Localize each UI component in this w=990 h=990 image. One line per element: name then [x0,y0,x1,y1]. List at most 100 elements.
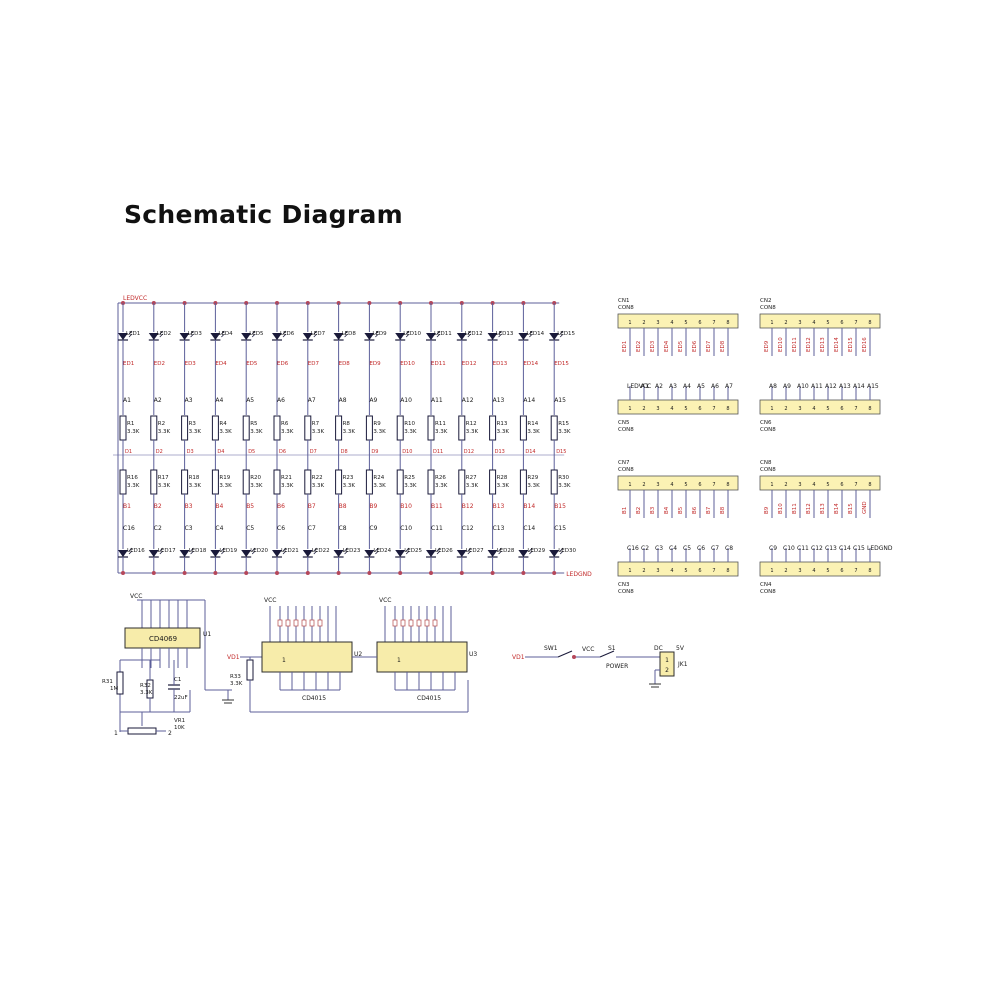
u3-pin-marker [392,619,398,627]
mid-net-label: D1 [125,449,132,455]
bottom-rail-dot [275,571,279,575]
vr1-pin1: 1 [114,730,118,737]
connector-bottom-pin: A12 [825,383,837,390]
pin-number: 7 [712,320,715,326]
top-resistor [150,415,158,441]
res-top-label: R6 [281,421,289,427]
top-led-icon [118,333,128,340]
top-led-icon [395,333,406,340]
top-led-icon-ray [221,333,225,338]
pin-number: 1 [628,482,631,488]
anode-label: A3 [185,397,193,404]
led-bot-label: LED27 [466,548,484,554]
top-led-icon-ray [375,333,379,338]
connector-bottom-pin: A13 [839,383,851,390]
bottom-rail-dot [459,571,464,575]
mid-net-label: D4 [217,449,224,455]
bottom-led-icon [302,550,313,557]
u2-ref-label: U2 [354,651,362,658]
res-bot-value: 3.3K [527,483,540,489]
anode-label: A10 [400,397,412,404]
led-top-label: LED12 [465,331,483,337]
pin-number: 1 [628,406,631,412]
res-top-label: R15 [558,421,569,427]
top-led-icon [487,333,498,340]
connector-top-pin: B14 [834,503,840,514]
bottom-rail-dot [336,571,341,575]
c-net-label: C7 [308,525,316,532]
connector-top-pin: B10 [778,503,784,514]
net-top-label: ED9 [369,361,381,367]
r32-value: 3.3K [140,690,153,696]
led-top-label: LED4 [218,331,233,337]
jk1-pin1: 1 [665,657,669,664]
connector-top-pin: ED7 [706,340,712,352]
pin-number: 7 [854,568,857,574]
pin-number: 6 [840,482,843,488]
vr1-pin2: 2 [168,730,172,737]
c-net-label: C12 [462,525,474,532]
connector-top-type: CON8 [760,305,776,311]
connector-top-pin: ED13 [820,337,826,352]
connector-top-name: CN8 [760,460,772,466]
bottom-led-icon [364,550,375,557]
pin-number: 7 [854,406,857,412]
res-top-value: 3.3K [497,429,510,435]
anode-label: A8 [339,397,347,404]
connector-bottom-pin: A11 [811,383,823,390]
bottom-resistor [550,469,558,495]
connector-top-pin: ED12 [806,337,812,352]
bottom-led-icon-ray [159,547,164,552]
bottom-led-icon-ray [467,550,472,555]
bottom-led-icon [487,550,498,557]
connector-bottom-pin: LEDGND [867,545,893,552]
res-bot-value: 3.3K [373,483,386,489]
res-top-label: R12 [466,421,477,427]
res-top-label: R8 [343,421,351,427]
u3-ref-label: U3 [469,651,477,658]
bottom-rail-dot [367,571,372,575]
u2-vcc-label: VCC [264,597,276,604]
top-led-icon [210,333,221,340]
res-top-label: R9 [373,421,381,427]
led-bot-label: LED29 [527,548,545,554]
connector-top-pin: ED2 [636,341,642,352]
bottom-rail-dot [490,571,495,575]
res-bot-value: 3.3K [466,483,479,489]
connector-bottom-pin: C9 [769,545,777,552]
top-led-icon-ray [282,333,287,338]
anode-label: A11 [431,397,443,404]
connector-top-pin: ED9 [764,340,770,352]
res-bot-value: 3.3K [497,483,510,489]
bottom-rail-dot [244,571,249,575]
connector-bottom-pin: A7 [725,383,733,390]
pin-number: 8 [726,320,729,326]
jk1-label: JK1 [677,661,688,668]
connector-bottom-pin: C11 [797,545,809,552]
top-led-icon-ray [159,333,164,338]
res-bot-value: 3.3K [343,483,356,489]
pin-number: 3 [798,406,801,412]
anode-label: A7 [308,397,316,404]
pin-number: 2 [642,568,645,574]
b-net-label: B6 [277,503,285,510]
power-vd1-label: VD1 [512,654,525,661]
top-led-icon-ray [467,330,472,335]
bottom-led-icon-ray [498,547,502,552]
connector-top-pin: ED5 [678,340,684,352]
connector-bottom-pin: C5 [683,545,691,552]
top-led-icon [241,333,252,340]
res-bot-value: 3.3K [250,483,263,489]
res-top-value: 3.3K [158,429,171,435]
u3-pin-marker [416,619,422,627]
bottom-resistor [304,469,312,495]
b-net-label: B9 [369,503,377,510]
res-top-value: 3.3K [281,429,294,435]
pin-number: 3 [656,320,659,326]
u3-pin-marker [400,619,406,627]
bottom-led-icon-ray [529,547,533,552]
connector-block: CN7CON8CN3CON811B1C1622B2C233B3C344B4C45… [617,460,739,595]
